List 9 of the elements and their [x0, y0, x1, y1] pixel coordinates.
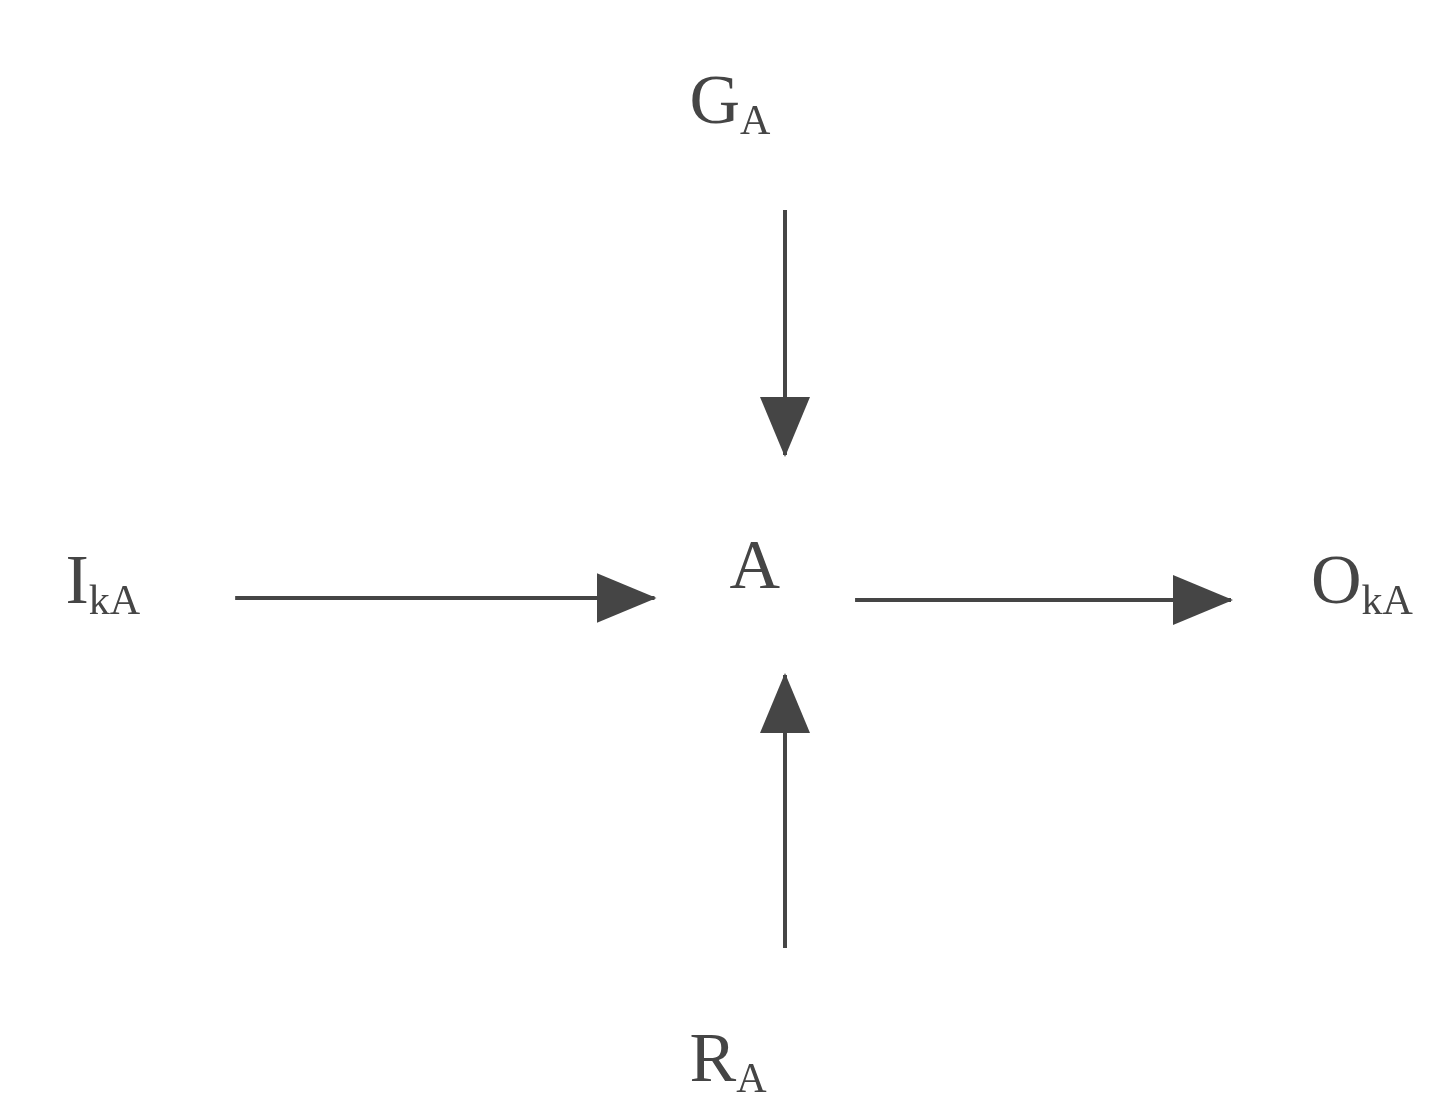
variable-label: G$_{A}$: [649, 45, 811, 210]
arrow: [235, 573, 657, 623]
arrow: [760, 210, 810, 457]
variable-label: R$_{A}$: [649, 948, 807, 1099]
variable-label: A: [654, 455, 856, 675]
variable-label: I$_{kA}$: [45, 525, 236, 635]
variable-label: O$_{kA}$: [1231, 525, 1417, 635]
arrow: [760, 673, 810, 948]
arrow: [855, 575, 1233, 625]
